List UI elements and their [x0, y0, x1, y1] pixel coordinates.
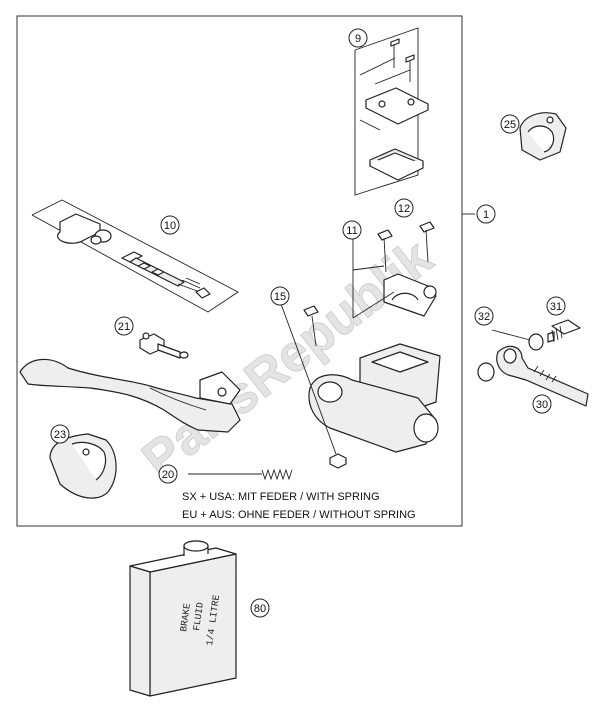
callout-label: 10: [164, 220, 176, 232]
callout-label: 11: [346, 225, 357, 237]
callout-circle: [250, 598, 270, 618]
callout-80: 80: [250, 598, 270, 618]
callout-23: 23: [50, 424, 70, 444]
part-10-piston-kit: [31, 199, 239, 313]
callout-11: 11: [342, 220, 362, 240]
part-12-screws: [377, 221, 435, 273]
callout-1: 1: [476, 204, 496, 224]
callout-circle: [342, 220, 362, 240]
callout-circle: [50, 424, 70, 444]
callout-circle: [474, 306, 494, 326]
part-30-brake-line: [477, 345, 589, 407]
part-11-clamp-screws: [352, 236, 395, 319]
callout-circle: [476, 204, 496, 224]
callout-circle: [114, 316, 134, 336]
callout-21: 21: [114, 316, 134, 336]
callout-label: 21: [118, 321, 130, 333]
part-32-washers: [491, 329, 544, 351]
callout-circle: [160, 215, 180, 235]
callout-label: 25: [504, 119, 516, 131]
spring-note-line1: SX + USA: MIT FEDER / WITH SPRING: [182, 491, 380, 503]
callout-31: 31: [546, 296, 566, 316]
part-15-screw-nut: [280, 303, 347, 469]
callout-9: 9: [348, 28, 368, 48]
part-25-clamp: [519, 112, 567, 161]
part-23-cover: [49, 433, 117, 499]
callout-10: 10: [160, 215, 180, 235]
callout-12: 12: [394, 198, 414, 218]
bottle-label-line1: BRAKE: [178, 602, 193, 632]
callout-label: 32: [478, 311, 490, 323]
callout-circle: [270, 286, 290, 306]
callout-20: 20: [158, 464, 178, 484]
part-21-adjuster: [139, 332, 189, 359]
callout-label: 9: [355, 33, 361, 45]
part-31-banjo-bolt: [547, 319, 581, 343]
callout-label: 80: [254, 603, 266, 615]
part-20-spring: [188, 468, 293, 481]
callout-label: 20: [162, 469, 174, 481]
callout-circle: [158, 464, 178, 484]
callout-label: 12: [398, 203, 410, 215]
callout-label: 23: [54, 429, 66, 441]
callout-30: 30: [532, 394, 552, 414]
callout-label: 1: [483, 209, 489, 221]
callout-label: 31: [550, 301, 562, 313]
part-9-reservoir-cap: [354, 27, 429, 196]
part-80-brake-fluid-bottle: BRAKE FLUID 1/4 LITRE: [129, 540, 237, 697]
callout-circle: [532, 394, 552, 414]
callout-circle: [394, 198, 414, 218]
callout-25: 25: [500, 114, 520, 134]
part-1-master-cylinder: [308, 273, 441, 453]
callout-circle: [500, 114, 520, 134]
brake-lever: [19, 358, 241, 433]
callout-32: 32: [474, 306, 494, 326]
callout-label: 30: [536, 399, 548, 411]
callout-label: 15: [274, 291, 286, 303]
callout-15: 15: [270, 286, 290, 306]
spring-note-line2: EU + AUS: OHNE FEDER / WITHOUT SPRING: [182, 509, 416, 521]
callout-circle: [348, 28, 368, 48]
callout-circle: [546, 296, 566, 316]
diagram-frame: [16, 15, 463, 527]
bottle-label-line2: FLUID: [191, 601, 206, 631]
